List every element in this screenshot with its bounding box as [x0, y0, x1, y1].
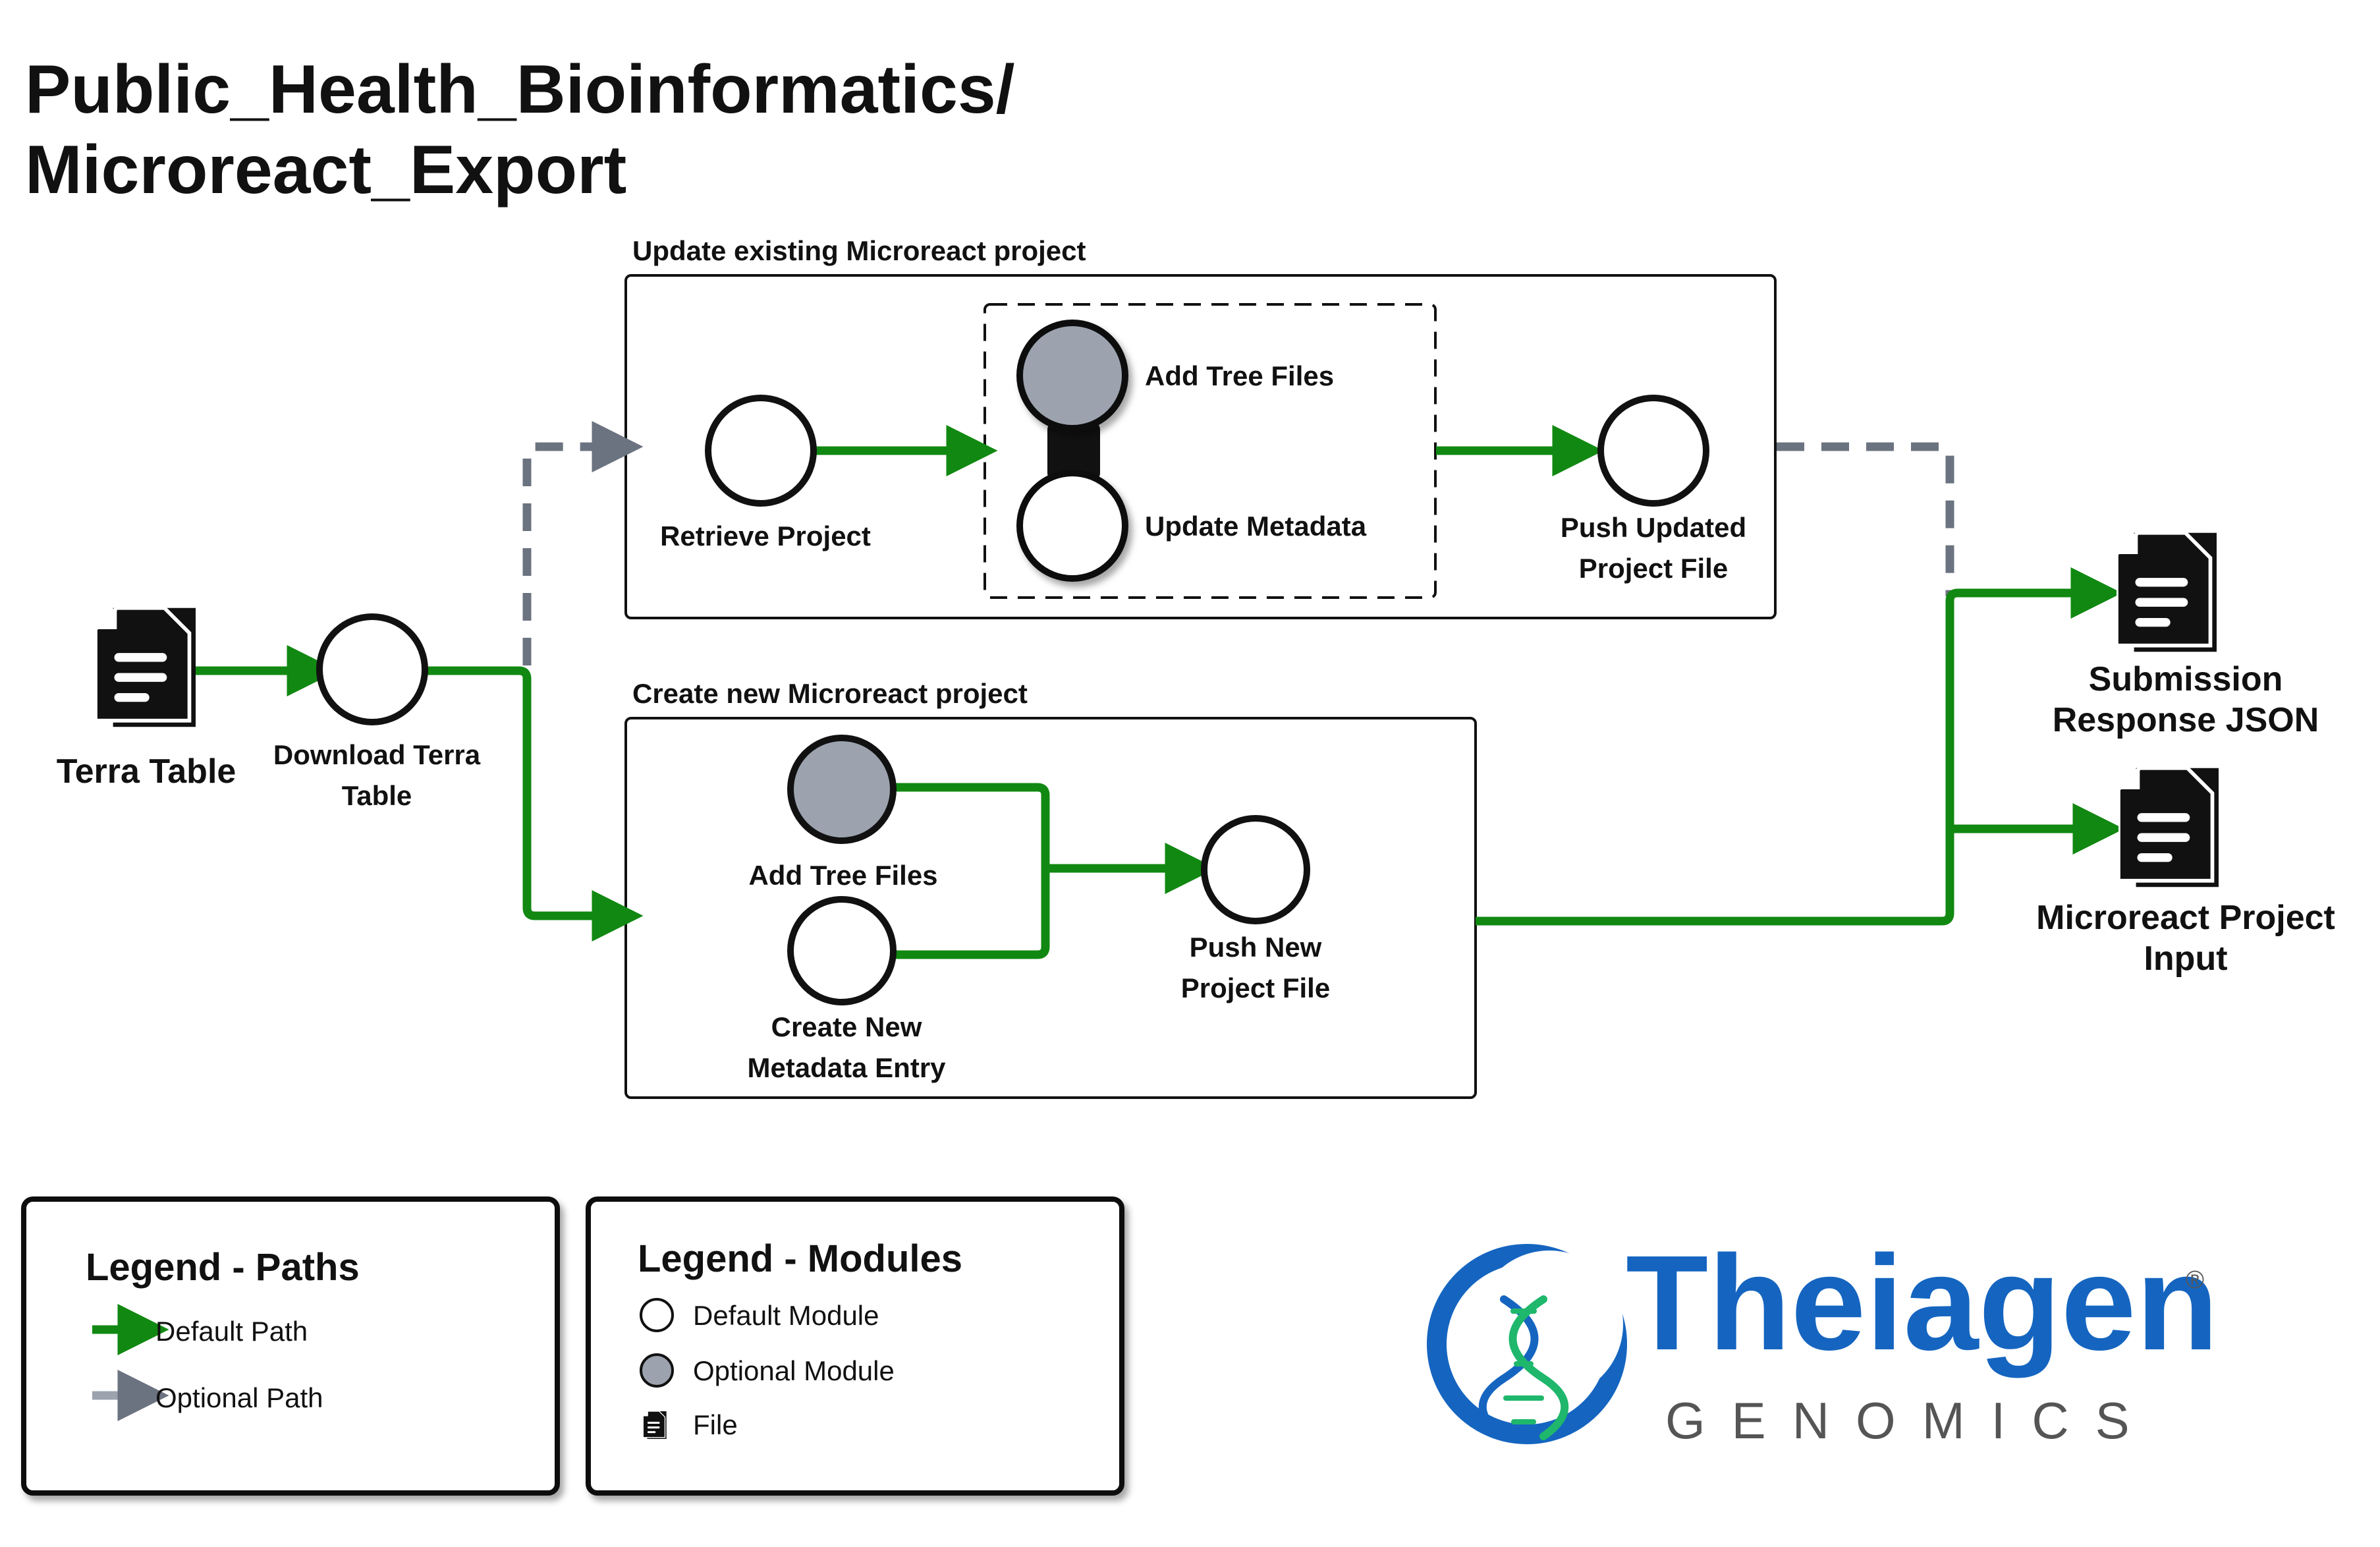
- theiagen-logo: Theiagen ® GENOMICS: [1427, 1227, 2219, 1449]
- page-title-line-1: Public_Health_Bioinformatics/: [25, 51, 1015, 128]
- legend-optional-module-label: Optional Module: [693, 1355, 895, 1386]
- retrieve-project-label: Retrieve Project: [660, 520, 871, 551]
- legend-paths: Legend - Paths Default Path Optional Pat…: [21, 1196, 560, 1496]
- path-to-submission-json: [1476, 567, 2122, 926]
- page-title-line-2: Microreact_Export: [25, 132, 627, 208]
- path-download-to-create: [427, 666, 644, 942]
- legend-default-path-label: Default Path: [155, 1316, 308, 1347]
- legend-modules-box: [586, 1196, 1124, 1496]
- create-metadata-label-2: Metadata Entry: [747, 1052, 946, 1083]
- legend-optional-path-label: Optional Path: [155, 1382, 323, 1413]
- push-updated-label-1: Push Updated: [1561, 512, 1746, 543]
- update-group-title: Update existing Microreact project: [632, 235, 1086, 266]
- microreact-input-file-icon: [2118, 768, 2219, 887]
- create-group-title: Create new Microreact project: [632, 678, 1028, 709]
- terra-table-file-icon: [96, 608, 196, 727]
- legend-default-module-icon: [640, 1298, 674, 1332]
- terra-table-label: Terra Table: [57, 752, 236, 791]
- create-add-tree-label: Add Tree Files: [748, 860, 937, 891]
- download-terra-module: [316, 613, 428, 725]
- dna-icon: [1478, 1295, 1569, 1440]
- module-connector: [1047, 422, 1100, 481]
- submission-json-label-2: Response JSON: [2053, 701, 2319, 739]
- update-metadata-module: [1016, 470, 1128, 582]
- logo-tagline: GENOMICS: [1665, 1392, 2156, 1449]
- create-add-tree-module: [787, 735, 897, 844]
- logo-wordmark-text: Theiagen: [1626, 1227, 2219, 1378]
- update-add-tree-module: [1016, 320, 1128, 432]
- legend-file-label: File: [693, 1409, 738, 1440]
- update-metadata-label: Update Metadata: [1145, 511, 1367, 542]
- optional-path-to-update: [522, 421, 644, 665]
- legend-paths-title: Legend - Paths: [86, 1246, 360, 1289]
- legend-modules-title: Legend - Modules: [638, 1237, 962, 1280]
- legend-default-module-label: Default Module: [693, 1300, 879, 1331]
- legend-modules: Legend - Modules Default Module Optional…: [586, 1196, 1124, 1496]
- create-group-box: [624, 717, 1477, 1099]
- download-terra-label-2: Table: [342, 780, 412, 811]
- microreact-input-label-1: Microreact Project: [2036, 899, 2335, 937]
- create-metadata-module: [787, 896, 897, 1005]
- logo-wordmark: Theiagen: [1626, 1227, 2219, 1378]
- retrieve-project-module: [705, 395, 817, 507]
- update-add-tree-label: Add Tree Files: [1145, 360, 1334, 391]
- push-new-label-1: Push New: [1190, 932, 1322, 963]
- logo-ring-cutout: [1476, 1251, 1623, 1398]
- submission-json-file-icon: [2117, 533, 2217, 652]
- push-new-module: [1201, 815, 1310, 924]
- logo-registered-mark: ®: [2186, 1266, 2204, 1294]
- push-updated-label-2: Project File: [1579, 553, 1728, 584]
- microreact-input-label-2: Input: [2144, 940, 2227, 978]
- push-updated-module: [1597, 395, 1709, 507]
- create-metadata-label-1: Create New: [771, 1011, 922, 1042]
- optional-path-from-update: [1777, 442, 1954, 596]
- download-terra-label-1: Download Terra: [273, 739, 481, 770]
- legend-file-icon: [643, 1411, 667, 1439]
- submission-json-label-1: Submission: [2089, 660, 2283, 698]
- push-new-label-2: Project File: [1181, 972, 1330, 1003]
- legend-optional-module-icon: [640, 1353, 674, 1388]
